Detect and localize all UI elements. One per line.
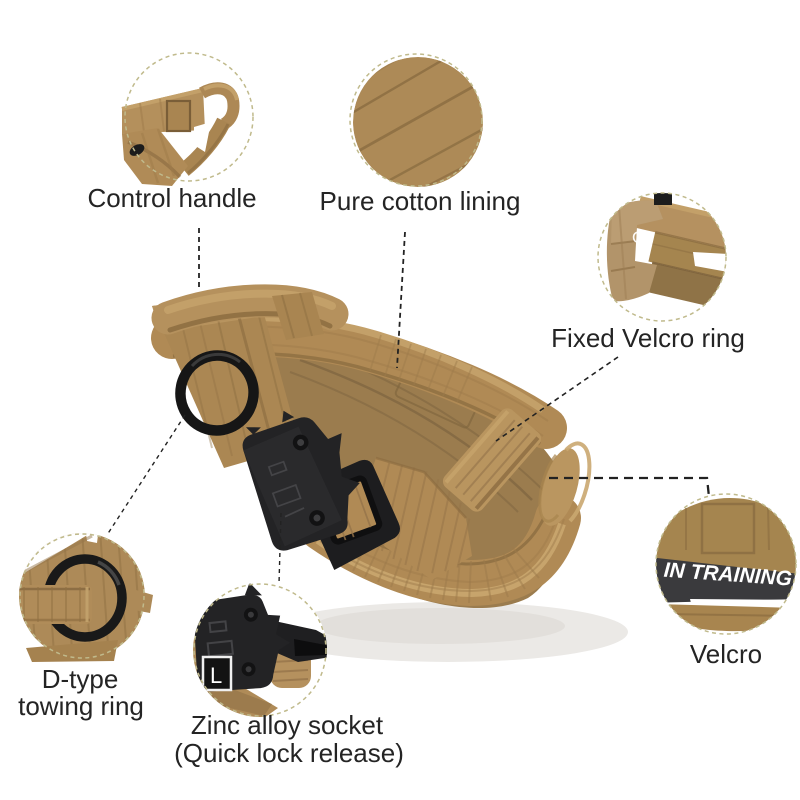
svg-text:L: L bbox=[210, 663, 222, 688]
svg-text:Zinc alloy socket: Zinc alloy socket bbox=[191, 710, 384, 740]
svg-text:(Quick lock release): (Quick lock release) bbox=[174, 738, 404, 768]
svg-text:Fixed Velcro ring: Fixed Velcro ring bbox=[551, 323, 745, 353]
svg-text:Pure cotton lining: Pure cotton lining bbox=[320, 186, 521, 216]
svg-text:O: O bbox=[632, 228, 645, 247]
svg-text:towing ring: towing ring bbox=[18, 691, 144, 721]
svg-text:e: e bbox=[646, 230, 654, 246]
svg-text:Velcro: Velcro bbox=[690, 639, 762, 669]
svg-text:D-type: D-type bbox=[42, 664, 119, 694]
svg-text:Control handle: Control handle bbox=[87, 183, 256, 213]
